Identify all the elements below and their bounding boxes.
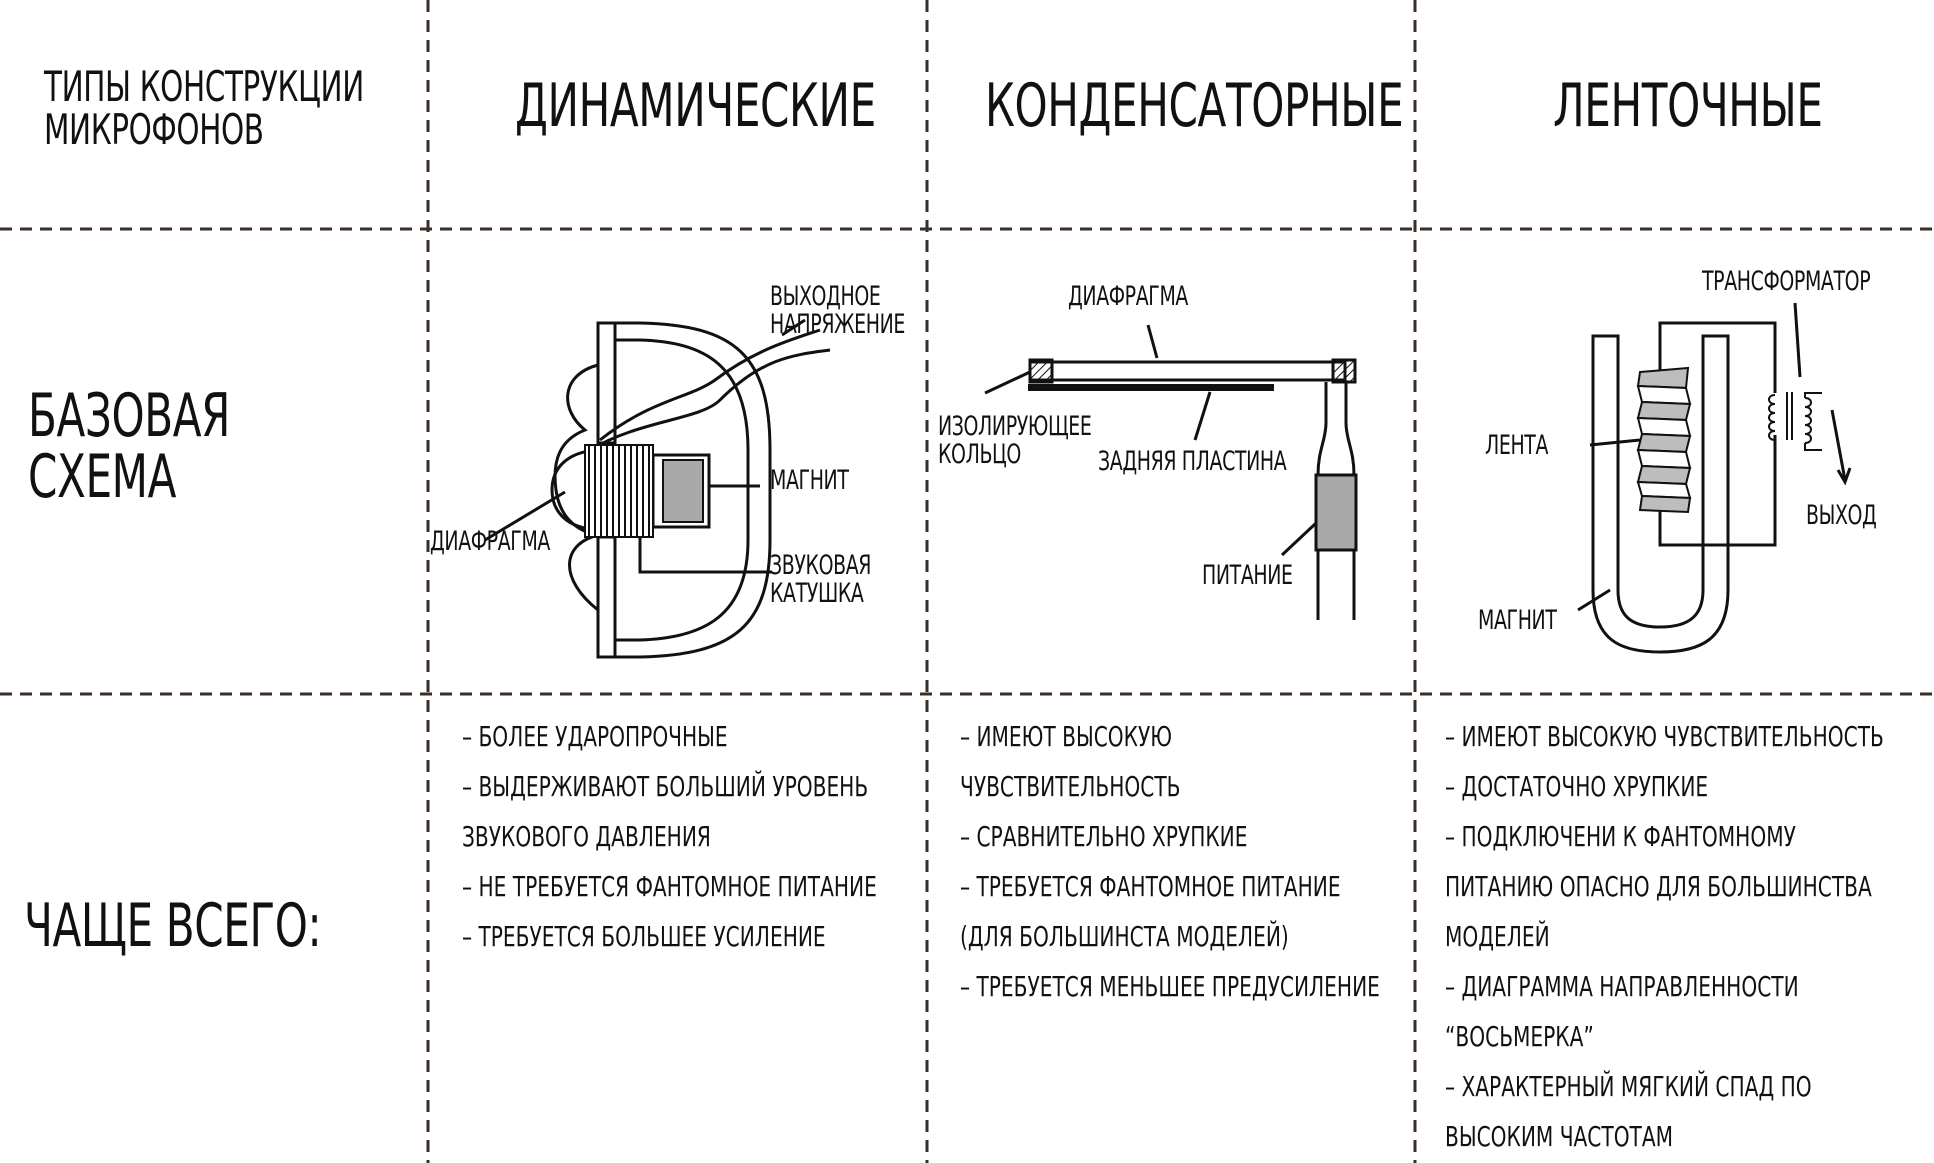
dynamic-diaphragm bbox=[553, 363, 599, 612]
dynamic-label-output: ВЫХОДНОЕ НАПРЯЖЕНИЕ bbox=[770, 283, 905, 338]
ribbon-element bbox=[1636, 366, 1692, 514]
condenser-label-ring-line1: ИЗОЛИРУЮЩЕЕ bbox=[938, 411, 1092, 442]
ribbon-circuit-wire bbox=[1658, 321, 1777, 547]
condenser-label-ring: ИЗОЛИРУЮЩЕЕ КОЛЬЦО bbox=[938, 411, 1092, 470]
condenser-backplate bbox=[1028, 384, 1274, 391]
dynamic-label-output-line2: НАПРЯЖЕНИЕ bbox=[770, 308, 905, 340]
ribbon-traits-list: – ИМЕЮТ ВЫСОКУЮ ЧУВСТВИТЕЛЬНОСТЬ – ДОСТА… bbox=[1445, 712, 1884, 1162]
dynamic-leader-diaphragm bbox=[484, 490, 566, 542]
condenser-traits-list: – ИМЕЮТ ВЫСОКУЮ ЧУВСТВИТЕЛЬНОСТЬ – СРАВН… bbox=[960, 712, 1380, 1012]
list-item: – ХАРАКТЕРНЫЙ МЯГКИЙ СПАД ПО bbox=[1445, 1070, 1812, 1103]
dynamic-leader-output bbox=[781, 318, 806, 337]
list-item: – СРАВНИТЕЛЬНО ХРУПКИЕ bbox=[960, 820, 1248, 853]
column-title-dynamic: ДИНАМИЧЕСКИЕ bbox=[515, 71, 876, 141]
list-item: ПИТАНИЮ ОПАСНО ДЛЯ БОЛЬШИНСТВА bbox=[1445, 870, 1872, 903]
list-item: “ВОСЬМЕРКА” bbox=[1445, 1020, 1594, 1053]
corner-title: ТИПЫ КОНСТРУКЦИИ МИКРОФОНОВ bbox=[44, 62, 364, 154]
condenser-leader-diaphragm bbox=[1146, 324, 1159, 359]
dynamic-housing-inner bbox=[615, 338, 750, 642]
ribbon-label-magnet: МАГНИТ bbox=[1478, 605, 1557, 636]
column-title-condenser: КОНДЕНСАТОРНЫЕ bbox=[985, 71, 1404, 141]
dynamic-diaphragm-dome bbox=[550, 448, 599, 532]
dynamic-label-coil-line1: ЗВУКОВАЯ bbox=[770, 550, 872, 581]
dynamic-traits-list: – БОЛЕЕ УДАРОПРОЧНЫЕ – ВЫДЕРЖИВАЮТ БОЛЬШ… bbox=[462, 712, 877, 962]
list-item: – ПОДКЛЮЧЕНИ К ФАНТОМНОМУ bbox=[1445, 820, 1796, 853]
dynamic-wire-2 bbox=[599, 328, 821, 442]
condenser-power-block bbox=[1314, 473, 1358, 552]
ribbon-leader-output bbox=[1830, 409, 1852, 486]
dynamic-plate-top bbox=[596, 321, 617, 445]
row-title-scheme-line1: БАЗОВАЯ bbox=[28, 381, 231, 451]
dynamic-voice-coil bbox=[584, 444, 654, 538]
list-item: – ДИАГРАММА НАПРАВЛЕННОСТИ bbox=[1445, 970, 1799, 1003]
list-item: – ВЫДЕРЖИВАЮТ БОЛЬШИЙ УРОВЕНЬ bbox=[462, 770, 869, 803]
list-item: ЧУВСТВИТЕЛЬНОСТЬ bbox=[960, 770, 1181, 803]
condenser-label-power: ПИТАНИЕ bbox=[1202, 560, 1293, 591]
list-item: ЗВУКОВОГО ДАВЛЕНИЯ bbox=[462, 820, 711, 853]
dynamic-label-output-line1: ВЫХОДНОЕ bbox=[770, 281, 881, 312]
list-item: – БОЛЕЕ УДАРОПРОЧНЫЕ bbox=[462, 720, 728, 753]
list-item: – ИМЕЮТ ВЫСОКУЮ bbox=[960, 720, 1173, 753]
list-item: – ДОСТАТОЧНО ХРУПКИЕ bbox=[1445, 770, 1709, 803]
dynamic-label-coil: ЗВУКОВАЯ КАТУШКА bbox=[770, 552, 871, 607]
dynamic-label-diaphragm: ДИАФРАГМА bbox=[430, 526, 550, 557]
ribbon-magnet bbox=[1591, 334, 1730, 654]
corner-title-line2: МИКРОФОНОВ bbox=[44, 104, 264, 154]
list-item: – НЕ ТРЕБУЕТСЯ ФАНТОМНОЕ ПИТАНИЕ bbox=[462, 870, 877, 903]
condenser-ring-right bbox=[1331, 358, 1357, 384]
ribbon-label-transformer: ТРАНСФОРМАТОР bbox=[1702, 266, 1871, 297]
column-title-ribbon: ЛЕНТОЧНЫЕ bbox=[1553, 71, 1823, 141]
dynamic-leader-coil bbox=[638, 527, 772, 574]
ribbon-leader-transformer bbox=[1793, 302, 1802, 378]
dynamic-label-coil-line2: КАТУШКА bbox=[770, 577, 864, 609]
row-title-scheme-line2: СХЕМА bbox=[28, 442, 177, 513]
dynamic-label-magnet: МАГНИТ bbox=[770, 465, 849, 496]
ribbon-label-ribbon: ЛЕНТА bbox=[1485, 430, 1549, 461]
list-item: – ТРЕБУЕТСЯ ФАНТОМНОЕ ПИТАНИЕ bbox=[960, 870, 1341, 903]
list-item: – ТРЕБУЕТСЯ БОЛЬШЕЕ УСИЛЕНИЕ bbox=[462, 920, 826, 953]
dynamic-magnet-block bbox=[662, 459, 704, 523]
condenser-leader-ring bbox=[984, 370, 1031, 395]
list-item: ВЫСОКИМ ЧАСТОТАМ bbox=[1445, 1120, 1674, 1153]
condenser-ring-left bbox=[1028, 358, 1054, 384]
ribbon-label-output: ВЫХОД bbox=[1806, 500, 1877, 531]
condenser-label-backplate: ЗАДНЯЯ ПЛАСТИНА bbox=[1098, 446, 1287, 477]
row-title-scheme: БАЗОВАЯ СХЕМА bbox=[28, 381, 231, 513]
list-item: – ТРЕБУЕТСЯ МЕНЬШЕЕ ПРЕДУСИЛЕНИЕ bbox=[960, 970, 1380, 1003]
dynamic-wire-1 bbox=[589, 348, 831, 452]
condenser-leader-backplate bbox=[1193, 391, 1212, 441]
corner-title-line1: ТИПЫ КОНСТРУКЦИИ bbox=[44, 62, 364, 111]
ribbon-leader-ribbon bbox=[1589, 438, 1641, 447]
ribbon-transformer bbox=[1768, 392, 1822, 451]
list-item: (ДЛЯ БОЛЬШИНСТА МОДЕЛЕЙ) bbox=[960, 920, 1289, 953]
row-title-traits: ЧАЩЕ ВСЕГО: bbox=[24, 891, 322, 961]
ribbon-leader-magnet bbox=[1577, 588, 1611, 612]
list-item: – ИМЕЮТ ВЫСОКУЮ ЧУВСТВИТЕЛЬНОСТЬ bbox=[1445, 720, 1884, 753]
condenser-label-diaphragm: ДИАФРАГМА bbox=[1068, 281, 1188, 312]
condenser-label-ring-line2: КОЛЬЦО bbox=[938, 438, 1021, 470]
list-item: МОДЕЛЕЙ bbox=[1445, 920, 1550, 953]
